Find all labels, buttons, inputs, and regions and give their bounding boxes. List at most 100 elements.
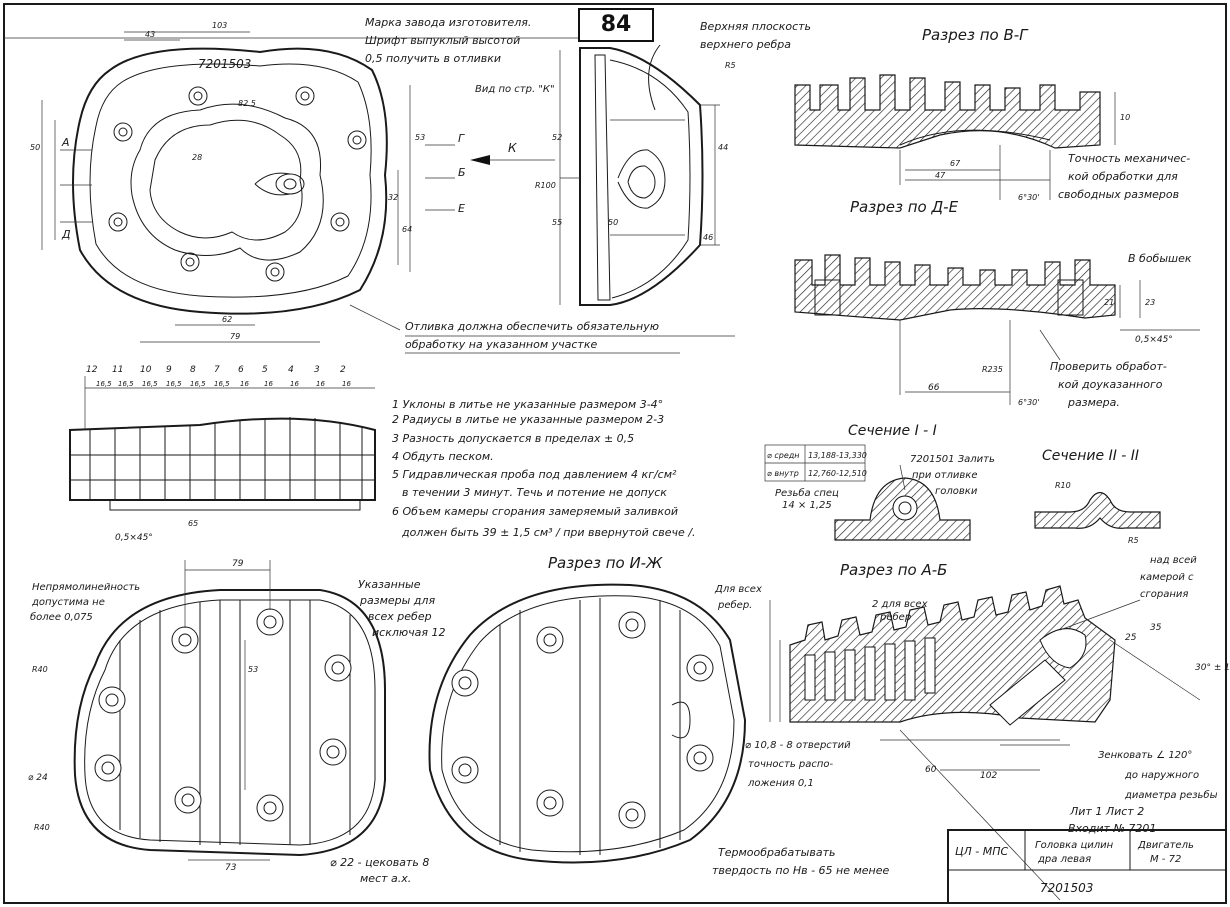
thread-row-1-value: 13,188-13,330: [808, 451, 867, 460]
rib-num-8: 8: [190, 365, 196, 375]
dim-44: 44: [718, 143, 728, 152]
section-ij-drawing: [428, 583, 747, 864]
dim-chamfer: 0,5×45°: [1135, 335, 1173, 345]
tech-note-2: 2 Радиусы в литье не указанные размером …: [392, 413, 664, 426]
pitch-2: 16,5: [118, 380, 134, 388]
section-ij-title: Разрез по И-Ж: [548, 554, 663, 572]
straightness-1: Непрямолинейность: [32, 582, 140, 593]
bottom-left-view: [73, 560, 386, 861]
section-letter-b: Б: [458, 166, 466, 179]
accuracy-note-3: свободных размеров: [1058, 188, 1179, 201]
dim-10: 10: [1120, 113, 1130, 122]
dim-6-30b: 6°30': [1018, 398, 1039, 407]
dim-r235: R235: [982, 365, 1003, 374]
pitch-7: 16: [240, 380, 249, 388]
holes-note-3: ложения 0,1: [747, 778, 814, 789]
dim-32: 32: [388, 193, 398, 202]
over-chamber-2: камерой с: [1140, 572, 1194, 583]
dim-64: 64: [402, 225, 412, 234]
dim-46: 46: [703, 233, 713, 242]
dim-43: 43: [145, 30, 155, 39]
accuracy-note-1: Точность механичес-: [1068, 152, 1190, 165]
dim-67: 67: [950, 159, 961, 168]
boss-note: В бобышек: [1128, 252, 1192, 265]
pitch-4: 16,5: [166, 380, 182, 388]
section-vg-title: Разрез по В-Г: [922, 26, 1029, 44]
view-k-note: Вид по стр. "К": [475, 84, 555, 95]
tech-note-3: 3 Разность допускается в пределах ± 0,5: [392, 432, 634, 445]
title-name-1: Головка цилин: [1035, 840, 1114, 851]
pitch-3: 16,5: [142, 380, 158, 388]
thread-row-2-value: 12,760-12,510: [808, 469, 867, 478]
dim-21: 21: [1104, 298, 1114, 307]
tech-note-6: в течении 3 минут. Течь и потение не доп…: [402, 486, 667, 499]
two-for-all-2: ребер: [879, 611, 911, 623]
bottom-left-labels: Непрямолинейность допустима не более 0,0…: [28, 559, 429, 885]
dim-35: 35: [1150, 623, 1162, 633]
accuracy-note-2: кой обработки для: [1068, 170, 1178, 183]
side-profile-labels: Верхняя плоскость верхнего ребра Вид по …: [475, 20, 811, 242]
dim-r40-top: R40: [32, 665, 48, 674]
check-note-1: Проверить обработ-: [1050, 360, 1167, 373]
rib-num-4: 4: [288, 365, 294, 375]
title-block: [947, 829, 1227, 904]
section-letter-d: Д: [61, 228, 71, 241]
heat-note-2: твердость по Нв - 65 не менее: [712, 864, 890, 877]
dim-r100: R100: [535, 181, 556, 190]
dim-r5: R5: [725, 61, 736, 70]
dim-r5b: R5: [1128, 536, 1139, 545]
ribs-note-2: размеры для: [359, 594, 435, 607]
ribs-note-3: всех ребер: [368, 610, 432, 623]
countersink-3: диаметра резьбы: [1124, 789, 1218, 801]
thread-row-1-label: ⌀ средн: [767, 451, 800, 460]
rib-num-6: 6: [238, 365, 244, 375]
two-for-all-1: 2 для всех: [872, 599, 928, 610]
countersink-2: до наружного: [1124, 770, 1199, 781]
title-number: 7201503: [1040, 881, 1093, 895]
maker-note-1: Марка завода изготовителя.: [365, 16, 531, 29]
dim-r10: R10: [1055, 481, 1071, 490]
casting-note-2: обработку на указанном участке: [405, 338, 597, 351]
over-chamber-3: сгорания: [1140, 589, 1188, 600]
dim-28: 28: [192, 153, 202, 162]
pitch-6: 16,5: [214, 380, 230, 388]
rib-num-7: 7: [214, 365, 220, 375]
section-letter-a: А: [61, 136, 70, 149]
for-all-ribs-2: ребер.: [717, 599, 752, 611]
dim-30deg: 30° ± 1°: [1195, 663, 1230, 673]
section-letter-g: Г: [458, 132, 465, 145]
section-vg-drawing: [794, 74, 1116, 200]
heat-note-1: Термообрабатывать: [718, 846, 835, 859]
dim-53b: 53: [248, 665, 258, 674]
title-engine-2: М - 72: [1150, 854, 1181, 865]
section-letter-e: Е: [458, 202, 465, 215]
side-profile: [470, 44, 720, 306]
tech-note-8: должен быть 39 ± 1,5 см³ / при ввернутой…: [401, 526, 696, 539]
title-name-2: дра левая: [1037, 854, 1091, 865]
sheet-border: [3, 3, 1227, 904]
top-view-head: [41, 31, 455, 343]
rib-elevation: [69, 376, 376, 511]
over-chamber-1: над всей: [1150, 555, 1197, 566]
top-plane-note-1: Верхняя плоскость: [700, 20, 811, 33]
pour-note-1: 7201501 Залить: [910, 454, 995, 465]
check-note-2: кой доуказанного: [1058, 378, 1163, 391]
pitch-11: 16: [342, 380, 351, 388]
section-de-drawing: [794, 254, 1200, 405]
dim-6-30: 6°30': [1018, 193, 1039, 202]
title-enters: Входит № 7201: [1068, 822, 1156, 835]
top-plane-note-2: верхнего ребра: [700, 38, 791, 51]
dim-82-5: 82.5: [238, 99, 256, 108]
pitch-8: 16: [264, 380, 273, 388]
check-note-3: размера.: [1067, 396, 1120, 409]
dim-79: 79: [230, 332, 240, 341]
section-ab-title: Разрез по А-Б: [840, 561, 947, 579]
dim-79b: 79: [232, 559, 244, 569]
tech-note-4: 4 Обдуть песком.: [392, 450, 494, 463]
dim-53: 53: [415, 133, 425, 142]
pitch-5: 16,5: [190, 380, 206, 388]
title-sheet: Лит 1 Лист 2: [1069, 805, 1144, 818]
title-engine-1: Двигатель: [1137, 840, 1194, 851]
for-all-ribs-1: Для всех: [714, 584, 762, 595]
dim-102: 102: [980, 771, 997, 781]
